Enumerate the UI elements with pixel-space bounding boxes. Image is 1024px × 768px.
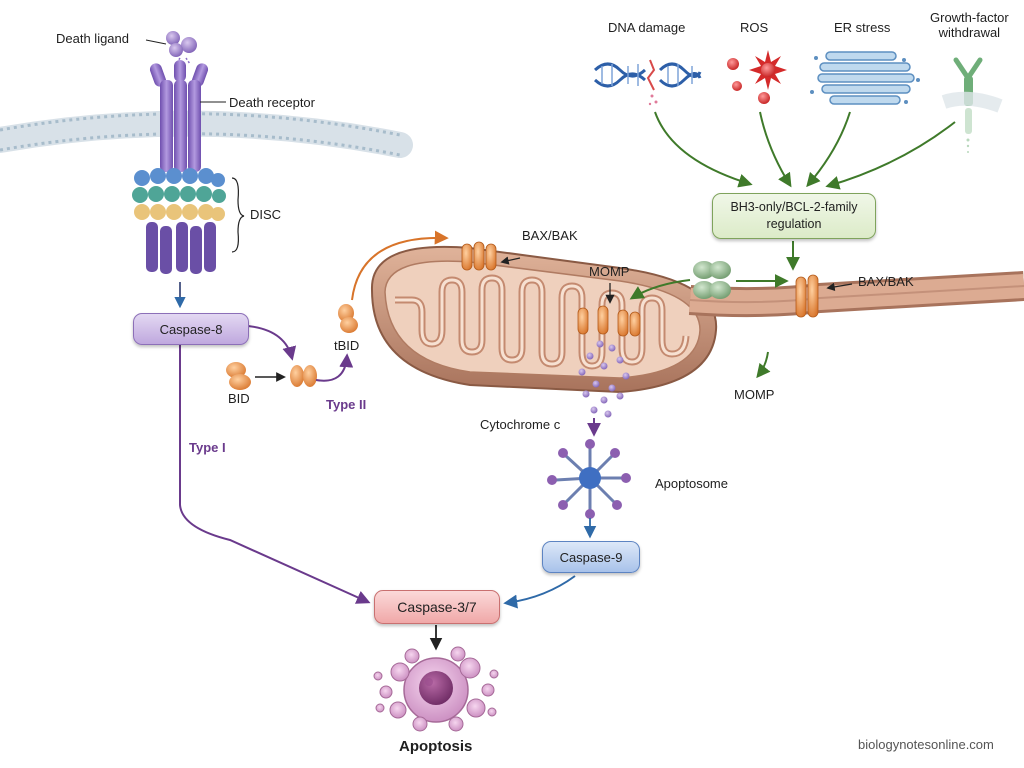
ros-icon — [727, 50, 787, 104]
tbid-molecule — [338, 304, 358, 333]
dna-helix-icon — [593, 59, 702, 106]
disc-label: DISC — [250, 207, 282, 222]
caspase37-box: Caspase-3/7 — [374, 590, 500, 624]
caspase9-box: Caspase-9 — [542, 541, 640, 573]
bax-bak-right-label: BAX/BAK — [858, 274, 914, 289]
arrow-caspase9-to-caspase37 — [503, 575, 576, 609]
apoptosome-label: Apoptosome — [655, 476, 728, 491]
apoptosis-label: Apoptosis — [399, 738, 473, 755]
death-receptor — [149, 60, 226, 172]
bh3-line1: BH3-only/BCL-2-family — [730, 200, 858, 214]
mitochondrial-tubule — [688, 271, 1024, 318]
momp-top-label: MOMP — [589, 264, 630, 279]
growth-factor-label: Growth-factor withdrawal — [930, 10, 1009, 40]
bid-molecule — [226, 362, 251, 390]
mitochondrion — [370, 245, 718, 394]
apoptosome — [547, 439, 631, 519]
bh3-line2: regulation — [766, 217, 822, 231]
cytochrome-c-label: Cytochrome c — [480, 417, 561, 432]
ros-label: ROS — [740, 20, 769, 35]
arrow-caspase8-to-bid-cleavage — [247, 325, 297, 361]
growth-factor-receptor-icon — [941, 57, 1003, 153]
death-receptor-label: Death receptor — [229, 95, 315, 110]
type-ii-label: Type II — [326, 397, 367, 412]
arrow-to-tbid — [315, 353, 354, 382]
bcl2-protein — [693, 261, 731, 299]
bax-bak-pore-right — [795, 274, 853, 318]
growth-factor-line1: Growth-factor — [930, 10, 1009, 25]
bax-bak-pore-top — [461, 241, 521, 271]
arrow-tbid-to-mitochondria — [351, 230, 449, 301]
caspase8-box: Caspase-8 — [133, 313, 249, 345]
type-i-label: Type I — [189, 440, 226, 455]
momp-right-label: MOMP — [734, 387, 775, 402]
arrow-type-i-caspase8-to-caspase37 — [179, 345, 371, 604]
watermark: biologynotesonline.com — [858, 737, 994, 752]
cytochrome-c-particles — [578, 340, 630, 418]
er-stress-label: ER stress — [834, 20, 891, 35]
bid-label: BID — [228, 391, 250, 406]
cleaved-bid-molecule — [290, 365, 317, 387]
bax-bak-top-label: BAX/BAK — [522, 228, 578, 243]
death-ligand — [145, 31, 197, 65]
er-stress-icon — [810, 51, 920, 105]
death-ligand-label: Death ligand — [56, 31, 129, 46]
dna-damage-label: DNA damage — [608, 20, 686, 35]
stressor-arrows — [654, 111, 956, 190]
disc-complex — [132, 168, 245, 274]
apoptotic-cell — [373, 646, 499, 732]
arrow-to-momp-right — [756, 351, 771, 379]
growth-factor-line2: withdrawal — [938, 25, 1001, 40]
bh3-regulation-box: BH3-only/BCL-2-family regulation — [712, 193, 876, 239]
bax-bak-pore-momp — [577, 283, 641, 337]
tbid-label: tBID — [334, 338, 360, 353]
arrow-bcl2-to-mitochondria — [629, 279, 691, 300]
